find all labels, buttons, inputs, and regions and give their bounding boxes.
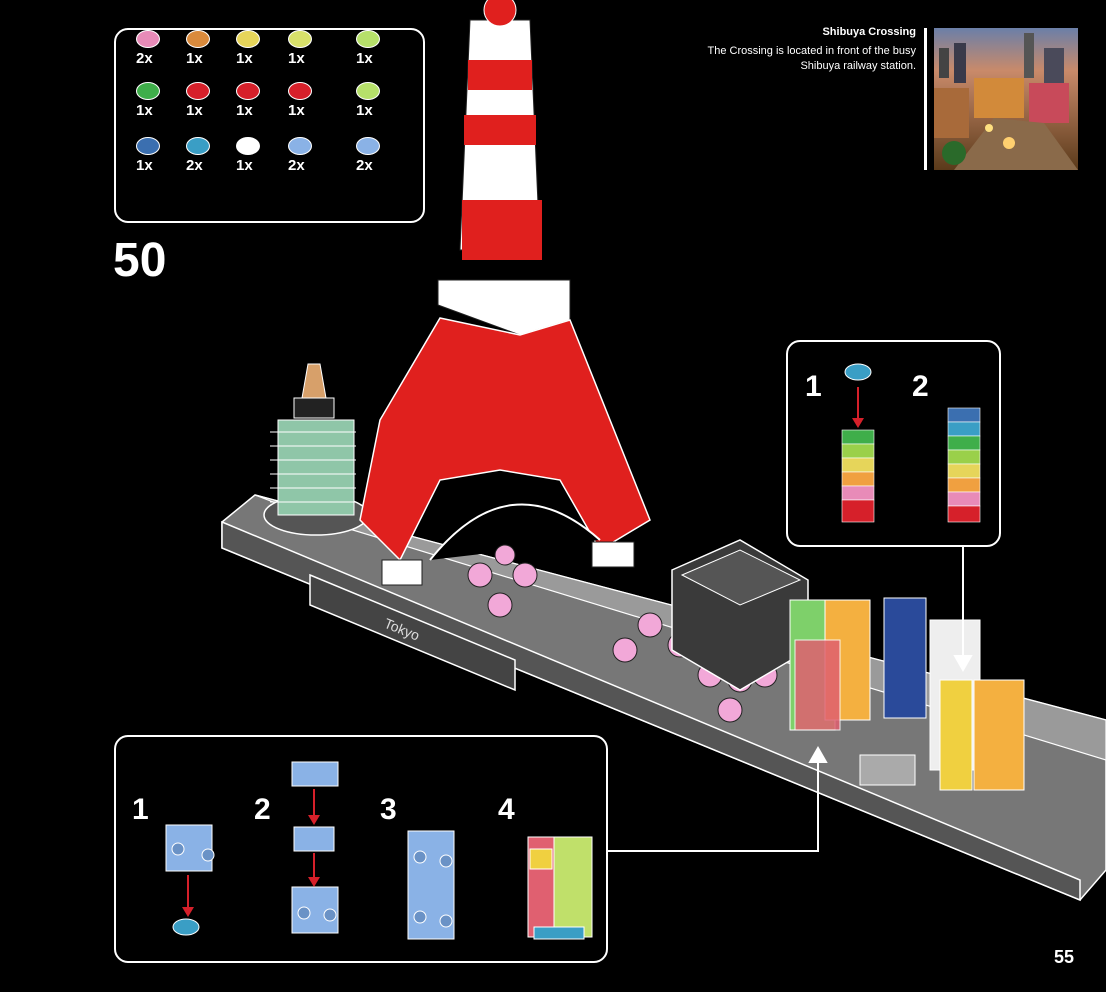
substep-right-art xyxy=(788,342,1003,549)
page-number: 55 xyxy=(1054,947,1074,968)
substep-bottom-art xyxy=(116,737,610,965)
tokyo-tower xyxy=(360,0,650,585)
substep-box-bottom: 1 2 3 4 xyxy=(114,735,608,963)
substep-box-right: 1 2 xyxy=(786,340,1001,547)
pagoda xyxy=(264,364,368,535)
